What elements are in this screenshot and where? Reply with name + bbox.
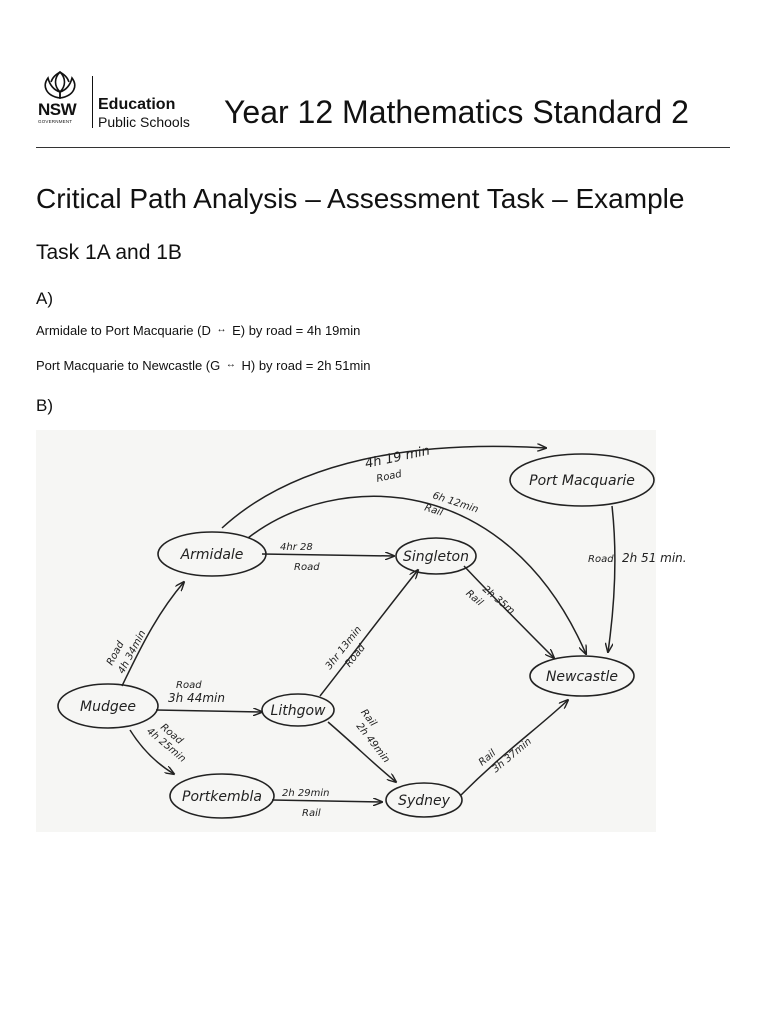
label-singleton-newcastle: 2h 35m Rail: [463, 584, 517, 617]
svg-text:Road: Road: [375, 469, 403, 485]
waratah-icon: [44, 70, 76, 99]
part-a-label: A): [36, 289, 53, 308]
edge-mudgee-armidale: [121, 582, 184, 687]
edge-armidale-newcastle: [247, 495, 586, 654]
node-mudgee: Mudgee: [57, 683, 159, 729]
logo-divider: [92, 76, 93, 128]
node-singleton: Singleton: [395, 537, 477, 575]
svg-text:3h 44min: 3h 44min: [168, 691, 225, 705]
svg-text:Rail: Rail: [423, 502, 444, 518]
logo-education-text: Education: [98, 96, 176, 113]
node-port-macquarie: Port Macquarie: [509, 453, 655, 507]
svg-text:4hr 28: 4hr 28: [280, 542, 313, 553]
header-rule: [36, 147, 730, 148]
line-1-after: E) by road = 4h 19min: [232, 323, 361, 338]
logo-public-schools-text: Public Schools: [98, 114, 190, 130]
logo-government-text: GOVERNMENT: [38, 119, 73, 124]
edge-lithgow-singleton: [319, 570, 418, 697]
network-diagram: Port Macquarie Armidale Singleton Newcas…: [57, 430, 687, 819]
edge-armidale-portmac: [221, 446, 546, 529]
label-armidale-portmac: 4h 19 min Road: [364, 444, 432, 485]
edge-mudgee-portkembla: [129, 729, 174, 774]
part-a-line-2: Port Macquarie to Newcastle (G ↔ H) by r…: [36, 358, 370, 373]
edge-lithgow-sydney: [327, 721, 396, 782]
svg-text:Road: Road: [176, 680, 202, 691]
label-lithgow-singleton: 3hr 13min Road: [324, 624, 368, 671]
label-lithgow-sydney: 2h 49min Rail: [354, 707, 392, 765]
label-mudgee-lithgow: Road 3h 44min: [168, 680, 225, 705]
edge-portmac-newcastle: [608, 505, 616, 652]
part-b-label: B): [36, 396, 53, 415]
edge-armidale-singleton: [261, 554, 394, 556]
label-portkembla-sydney: 2h 29min Rail: [282, 788, 329, 819]
edge-mudgee-lithgow: [155, 710, 262, 712]
document-title: Year 12 Mathematics Standard 2: [224, 94, 689, 130]
node-port-kembla: Portkembla: [169, 773, 275, 819]
node-newcastle-label: Newcastle: [546, 669, 618, 685]
node-sydney: Sydney: [385, 782, 463, 818]
edge-singleton-newcastle: [463, 565, 554, 658]
task-subheading: Task 1A and 1B: [36, 241, 182, 264]
svg-text:2h 29min: 2h 29min: [282, 788, 329, 799]
line-2-before: Port Macquarie to Newcastle (G: [36, 358, 221, 373]
logo-nsw-text: NSW: [38, 100, 77, 119]
svg-text:2h 51 min.: 2h 51 min.: [622, 551, 687, 565]
label-portmac-newcastle: Road 2h 51 min.: [588, 551, 687, 565]
node-port-kembla-label: Portkembla: [182, 789, 262, 805]
node-sydney-label: Sydney: [398, 793, 451, 809]
line-1-before: Armidale to Port Macquarie (D: [36, 323, 211, 338]
node-mudgee-label: Mudgee: [80, 699, 136, 715]
nsw-education-logo: NSW GOVERNMENT Education Public Schools: [36, 70, 216, 130]
node-armidale-label: Armidale: [180, 547, 244, 563]
double-arrow-icon: ↔: [216, 324, 227, 335]
double-arrow-icon: ↔: [225, 359, 236, 370]
label-mudgee-armidale: Road 4h 34min: [105, 629, 148, 676]
page-heading: Critical Path Analysis – Assessment Task…: [36, 183, 685, 214]
label-armidale-newcastle: 6h 12min Rail: [423, 490, 480, 518]
node-port-macquarie-label: Port Macquarie: [529, 473, 635, 489]
network-sketch: Port Macquarie Armidale Singleton Newcas…: [36, 430, 687, 832]
svg-text:Road: Road: [294, 562, 320, 573]
part-a-line-1: Armidale to Port Macquarie (D ↔ E) by ro…: [36, 323, 360, 338]
node-lithgow: Lithgow: [261, 693, 335, 727]
edge-sydney-newcastle: [459, 700, 568, 797]
svg-text:Road: Road: [588, 554, 614, 565]
svg-text:4h 19 min: 4h 19 min: [364, 444, 432, 472]
label-armidale-singleton: 4hr 28 Road: [280, 542, 320, 573]
line-2-after: H) by road = 2h 51min: [241, 358, 371, 373]
node-newcastle: Newcastle: [529, 655, 635, 697]
svg-text:Rail: Rail: [302, 808, 321, 819]
page-header: NSW GOVERNMENT Education Public Schools …: [36, 66, 730, 148]
svg-text:2h 49min: 2h 49min: [354, 721, 392, 765]
node-lithgow-label: Lithgow: [271, 703, 327, 719]
edge-portkembla-sydney: [271, 800, 382, 802]
node-singleton-label: Singleton: [403, 549, 469, 565]
node-armidale: Armidale: [157, 531, 267, 577]
svg-text:2h 35m: 2h 35m: [480, 584, 517, 617]
